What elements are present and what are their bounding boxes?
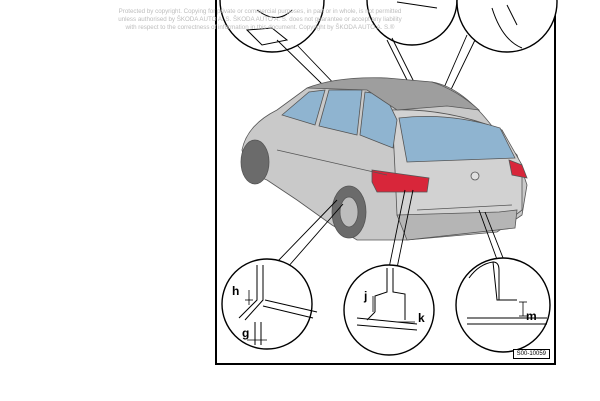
detail-circle-top-right <box>456 0 558 53</box>
detail-circle-top-left <box>219 0 325 53</box>
car-gap-diagram <box>219 0 558 356</box>
detail-circle-j-k <box>343 264 435 356</box>
figure-frame: h g j k m S00-10059 <box>215 0 558 365</box>
dimension-label-h: h <box>232 284 240 298</box>
detail-circle-h-g <box>221 258 318 350</box>
detail-circle-m <box>455 257 551 353</box>
leader-lines-bottom <box>276 189 508 269</box>
dimension-label-m: m <box>526 309 537 323</box>
detail-circle-top-middle <box>366 0 458 46</box>
figure-code: S00-10059 <box>512 349 550 359</box>
dimension-label-j: j <box>364 289 368 303</box>
dimension-label-k: k <box>418 311 425 325</box>
car-illustration <box>240 77 528 241</box>
dimension-label-g: g <box>242 326 250 340</box>
